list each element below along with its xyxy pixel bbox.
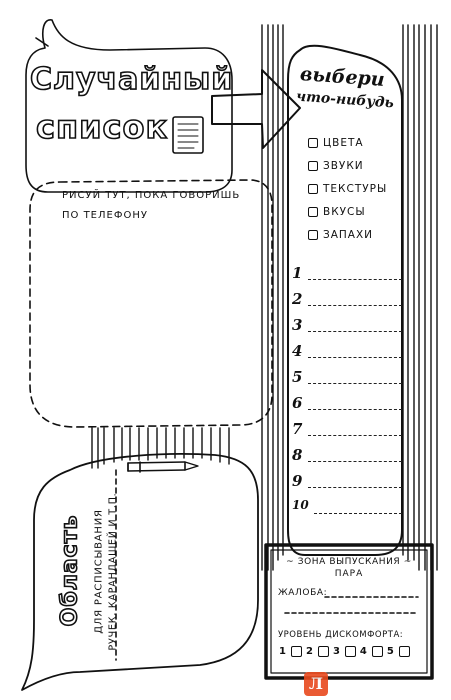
pen-area-line-1: для расписывания [93, 509, 105, 634]
complaint-field[interactable] [326, 586, 418, 616]
option-item[interactable]: Звуки [308, 160, 364, 172]
watermark-logo: Л [304, 672, 328, 696]
checkbox[interactable] [308, 207, 318, 217]
list-item[interactable]: 3 [292, 316, 402, 334]
scale-checkbox[interactable] [344, 646, 356, 657]
option-label: Вкусы [323, 206, 366, 218]
checkbox[interactable] [308, 230, 318, 240]
numbered-list: 1 2 3 4 5 6 7 8 9 10 [292, 264, 404, 524]
pen-area-title: Область [57, 514, 84, 627]
title-bubble [25, 19, 233, 193]
item-number: 8 [292, 446, 303, 464]
scale-checkbox[interactable] [371, 646, 383, 657]
phone-area-line-1: рисуй тут, пока говоришь [62, 190, 241, 201]
item-number: 3 [292, 316, 303, 334]
item-number: 10 [292, 498, 309, 512]
list-item[interactable]: 8 [292, 446, 402, 464]
list-item[interactable]: 6 [292, 394, 402, 412]
list-item[interactable]: 1 [292, 264, 402, 282]
phone-drawing-area[interactable] [45, 235, 260, 415]
option-item[interactable]: Вкусы [308, 206, 366, 218]
complaint-label: Жалоба: [278, 588, 328, 598]
steam-zone-border [264, 543, 434, 680]
option-label: Запахи [323, 229, 374, 241]
checkbox[interactable] [308, 184, 318, 194]
scale-number: 1 [279, 646, 287, 657]
option-label: Цвета [323, 137, 364, 149]
pen-drawing [127, 461, 199, 473]
options-list: Цвета Звуки Текстуры Вкусы Запахи [308, 137, 403, 257]
item-number: 2 [292, 290, 303, 308]
title-line-2: список [35, 107, 169, 147]
item-number: 1 [292, 264, 303, 282]
scale-checkbox[interactable] [398, 646, 410, 657]
scale-number: 5 [386, 646, 395, 657]
list-column-border [287, 44, 403, 556]
discomfort-scale: 1 2 3 4 5 [279, 646, 410, 657]
item-number: 5 [292, 368, 303, 386]
pen-drawing-area[interactable] [120, 476, 252, 656]
item-number: 7 [292, 420, 303, 438]
list-item[interactable]: 9 [292, 472, 402, 490]
scale-number: 4 [359, 646, 368, 657]
pen-area-bubble [21, 453, 259, 691]
list-item[interactable]: 2 [292, 290, 402, 308]
option-label: Звуки [323, 160, 364, 172]
phone-area-line-2: по телефону [62, 210, 148, 221]
phone-area-border [29, 179, 273, 428]
notepad-icon [172, 116, 204, 154]
option-item[interactable]: Запахи [308, 229, 373, 241]
discomfort-label: Уровень дискомфорта: [278, 630, 404, 640]
list-item[interactable]: 5 [292, 368, 402, 386]
checkbox[interactable] [308, 138, 318, 148]
option-item[interactable]: Текстуры [308, 183, 387, 195]
title-line-1: Случайный [29, 61, 234, 98]
steam-zone-title-2: пара [334, 569, 364, 579]
item-number: 6 [292, 394, 303, 412]
item-number: 4 [292, 342, 303, 360]
scale-checkbox[interactable] [317, 646, 329, 657]
item-number: 9 [292, 472, 303, 490]
checkbox[interactable] [308, 161, 318, 171]
scale-checkbox[interactable] [290, 646, 302, 657]
scale-number: 3 [332, 646, 341, 657]
list-item[interactable]: 7 [292, 420, 402, 438]
option-item[interactable]: Цвета [308, 137, 364, 149]
steam-zone-title: ~ Зона выпускания ~ [286, 557, 412, 567]
option-label: Текстуры [323, 183, 388, 195]
list-item[interactable]: 10 [292, 498, 402, 516]
pen-area-line-2: ручек, карандашей и т.п. [107, 492, 119, 651]
pen-area-label: Область для расписывания ручек, карандаш… [36, 478, 119, 668]
watermark-letter: Л [308, 674, 324, 693]
list-item[interactable]: 4 [292, 342, 402, 360]
scale-number: 2 [305, 646, 314, 657]
